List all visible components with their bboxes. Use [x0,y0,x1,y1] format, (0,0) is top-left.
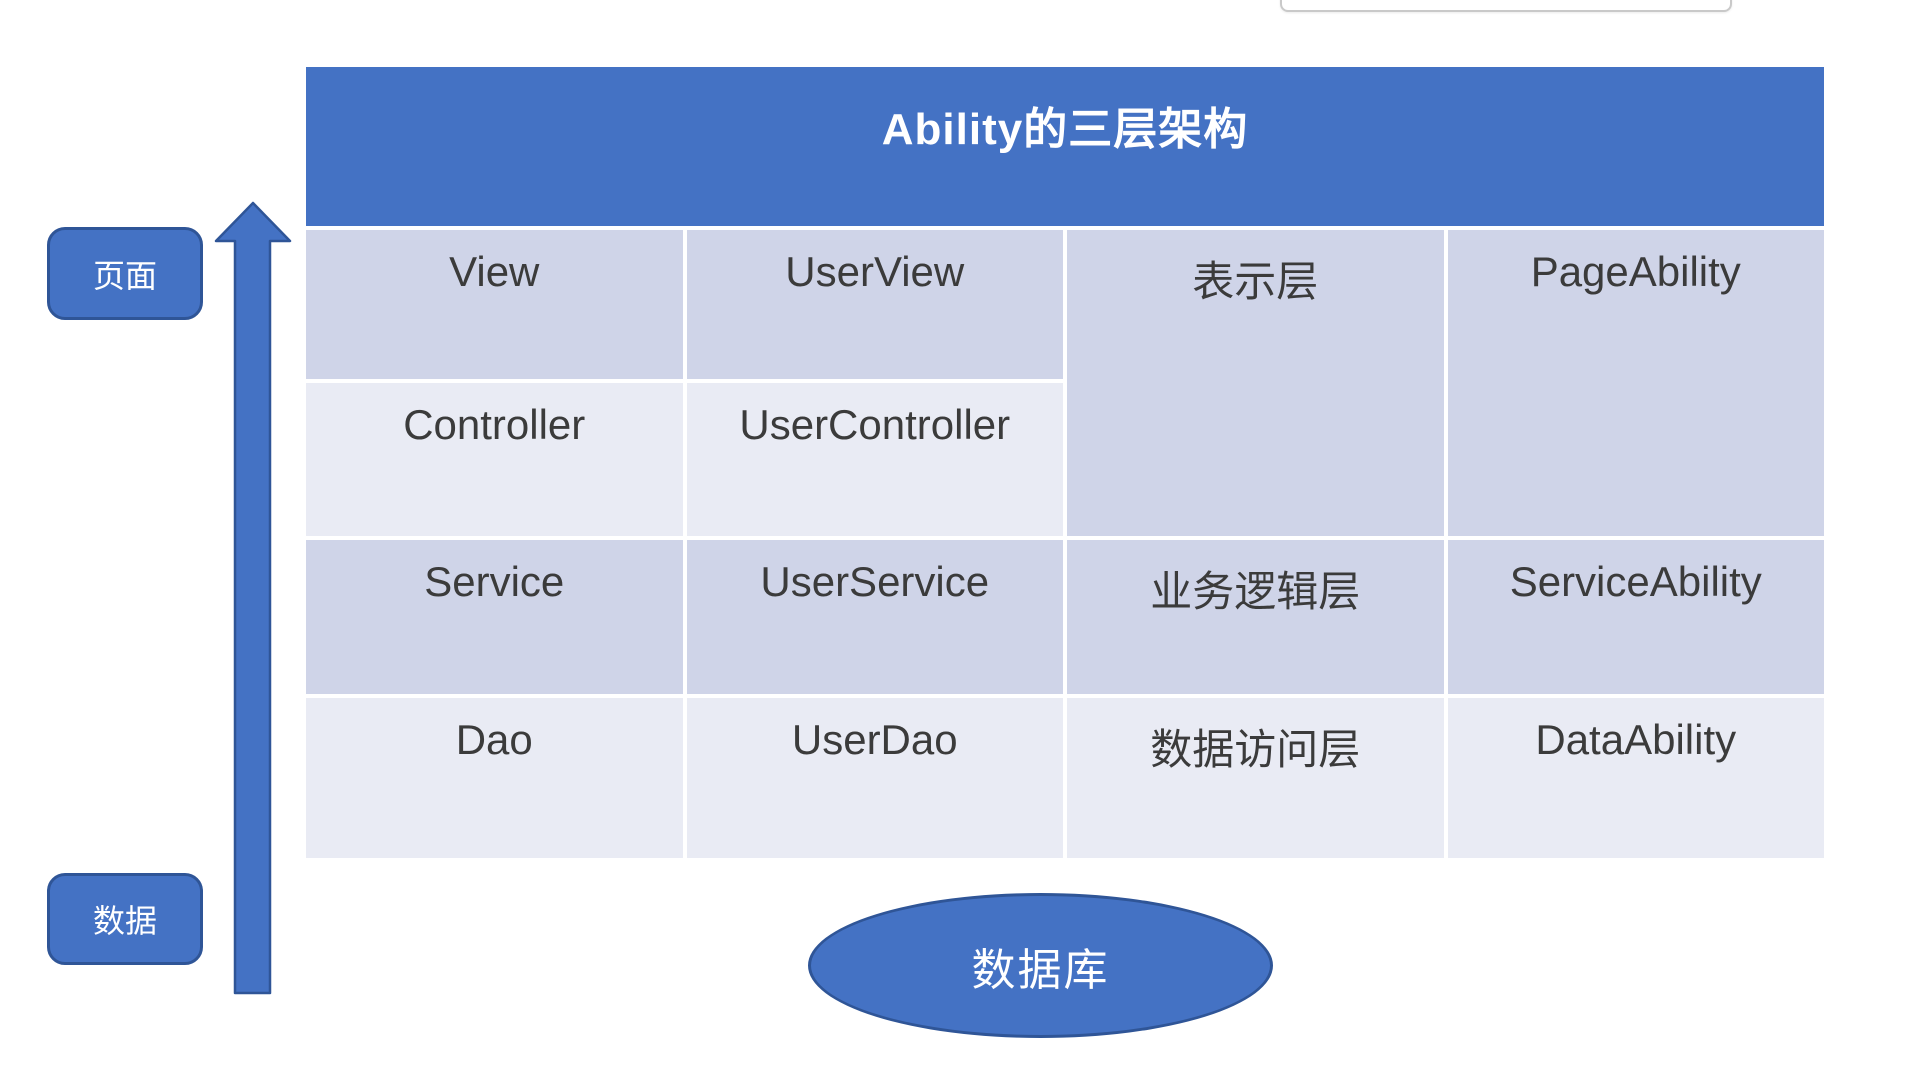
page-label: 页面 [92,257,157,294]
cell-userdao: UserDao [686,698,1063,858]
cell-dao: Dao [306,698,683,858]
up-arrow-icon [214,201,292,995]
cell-userview: UserView [686,230,1063,379]
data-label: 数据 [92,903,157,939]
page-label-box: 页面 [47,227,203,320]
cell-serviceability: ServiceAbility [1447,540,1824,694]
cell-pageability: PageAbility [1447,230,1824,536]
table-title: Ability的三层架构 [306,67,1824,226]
database-ellipse: 数据库 [808,893,1273,1038]
cell-usercontroller: UserController [686,383,1063,536]
cell-view: View [306,230,683,379]
cell-userservice: UserService [686,540,1063,694]
cell-presentation-layer: 表示层 [1067,230,1444,536]
cell-service: Service [306,540,683,694]
cell-data-access-layer: 数据访问层 [1067,698,1444,858]
database-label: 数据库 [971,945,1110,995]
architecture-table: Ability的三层架构 View UserView 表示层 PageAbili… [306,67,1824,858]
data-label-box: 数据 [47,873,203,965]
cell-business-logic-layer: 业务逻辑层 [1067,540,1444,694]
cell-dataability: DataAbility [1447,698,1824,858]
cutoff-toolbar [1280,0,1732,12]
cell-controller: Controller [306,383,683,536]
